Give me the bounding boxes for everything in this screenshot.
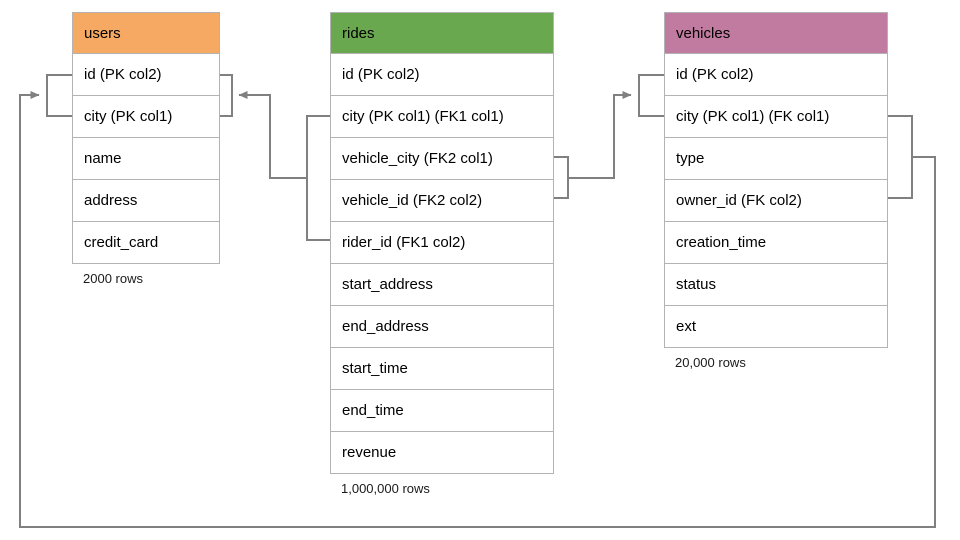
entity-users[interactable]: users id (PK col2) city (PK col1) name a… xyxy=(72,12,220,264)
field-users-name[interactable]: name xyxy=(72,138,220,180)
field-users-address[interactable]: address xyxy=(72,180,220,222)
row-count-users: 2000 rows xyxy=(83,271,143,286)
field-rides-start-time[interactable]: start_time xyxy=(330,348,554,390)
field-vehicles-type[interactable]: type xyxy=(664,138,888,180)
field-vehicles-owner-id[interactable]: owner_id (FK col2) xyxy=(664,180,888,222)
field-vehicles-id[interactable]: id (PK col2) xyxy=(664,54,888,96)
entity-vehicles-header: vehicles xyxy=(664,12,888,54)
field-rides-vehicle-id[interactable]: vehicle_id (FK2 col2) xyxy=(330,180,554,222)
row-count-rides: 1,000,000 rows xyxy=(341,481,430,496)
entity-users-header: users xyxy=(72,12,220,54)
row-count-vehicles: 20,000 rows xyxy=(675,355,746,370)
vehicles-left-bracket xyxy=(638,74,664,117)
entity-rides[interactable]: rides id (PK col2) city (PK col1) (FK1 c… xyxy=(330,12,554,474)
field-vehicles-status[interactable]: status xyxy=(664,264,888,306)
rides-right-bracket xyxy=(554,156,569,199)
field-rides-city[interactable]: city (PK col1) (FK1 col1) xyxy=(330,96,554,138)
field-vehicles-ext[interactable]: ext xyxy=(664,306,888,348)
users-left-bracket xyxy=(46,74,72,117)
users-right-bracket xyxy=(220,74,233,117)
field-rides-rider-id[interactable]: rider_id (FK1 col2) xyxy=(330,222,554,264)
field-rides-end-time[interactable]: end_time xyxy=(330,390,554,432)
field-users-city[interactable]: city (PK col1) xyxy=(72,96,220,138)
rides-fk1-route xyxy=(238,91,307,179)
field-rides-start-address[interactable]: start_address xyxy=(330,264,554,306)
entity-vehicles[interactable]: vehicles id (PK col2) city (PK col1) (FK… xyxy=(664,12,888,348)
field-rides-vehicle-city[interactable]: vehicle_city (FK2 col1) xyxy=(330,138,554,180)
rides-fk2-route xyxy=(568,91,632,179)
field-rides-end-address[interactable]: end_address xyxy=(330,306,554,348)
field-rides-id[interactable]: id (PK col2) xyxy=(330,54,554,96)
field-vehicles-creation-time[interactable]: creation_time xyxy=(664,222,888,264)
vehicles-right-bracket xyxy=(888,115,913,199)
field-users-id[interactable]: id (PK col2) xyxy=(72,54,220,96)
entity-rides-header: rides xyxy=(330,12,554,54)
rides-left-bracket xyxy=(306,115,330,241)
field-users-credit-card[interactable]: credit_card xyxy=(72,222,220,264)
field-rides-revenue[interactable]: revenue xyxy=(330,432,554,474)
field-vehicles-city[interactable]: city (PK col1) (FK col1) xyxy=(664,96,888,138)
